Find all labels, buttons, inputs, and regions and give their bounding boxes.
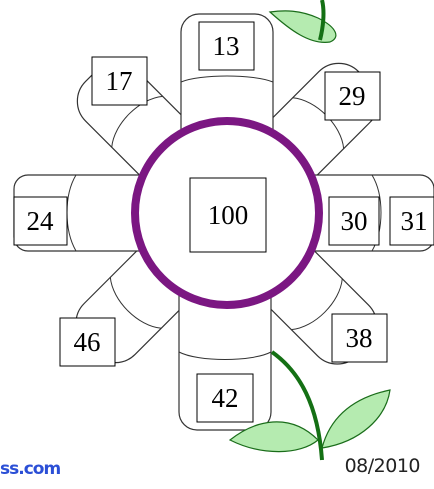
label-box-46: 46 — [60, 318, 115, 366]
label-box-17: 17 — [92, 57, 147, 105]
petal-label: 31 — [401, 206, 428, 236]
top-leaf — [270, 11, 336, 42]
label-box-42: 42 — [197, 374, 253, 422]
top-leaf-group — [270, 0, 336, 42]
label-box-30: 30 — [329, 197, 379, 245]
footer-source: ss.com — [0, 459, 60, 479]
footer-date: 08/2010 — [345, 455, 420, 477]
center-value: 100 — [208, 200, 249, 230]
petal-label: 13 — [213, 31, 240, 61]
label-box-24: 24 — [14, 197, 67, 245]
petal-label: 17 — [106, 66, 133, 96]
petal-label: 30 — [341, 206, 368, 236]
center-box: 100 — [190, 178, 266, 252]
label-box-38: 38 — [332, 314, 387, 362]
petal-label: 24 — [27, 206, 55, 236]
label-box-13: 13 — [199, 22, 254, 70]
leaf-right — [322, 390, 390, 448]
label-box-29: 29 — [325, 72, 380, 120]
label-box-31: 31 — [390, 197, 434, 245]
petal-label: 42 — [212, 383, 239, 413]
petal-label: 46 — [74, 327, 101, 357]
petal-label: 29 — [339, 81, 366, 111]
petal-label: 38 — [346, 323, 373, 353]
